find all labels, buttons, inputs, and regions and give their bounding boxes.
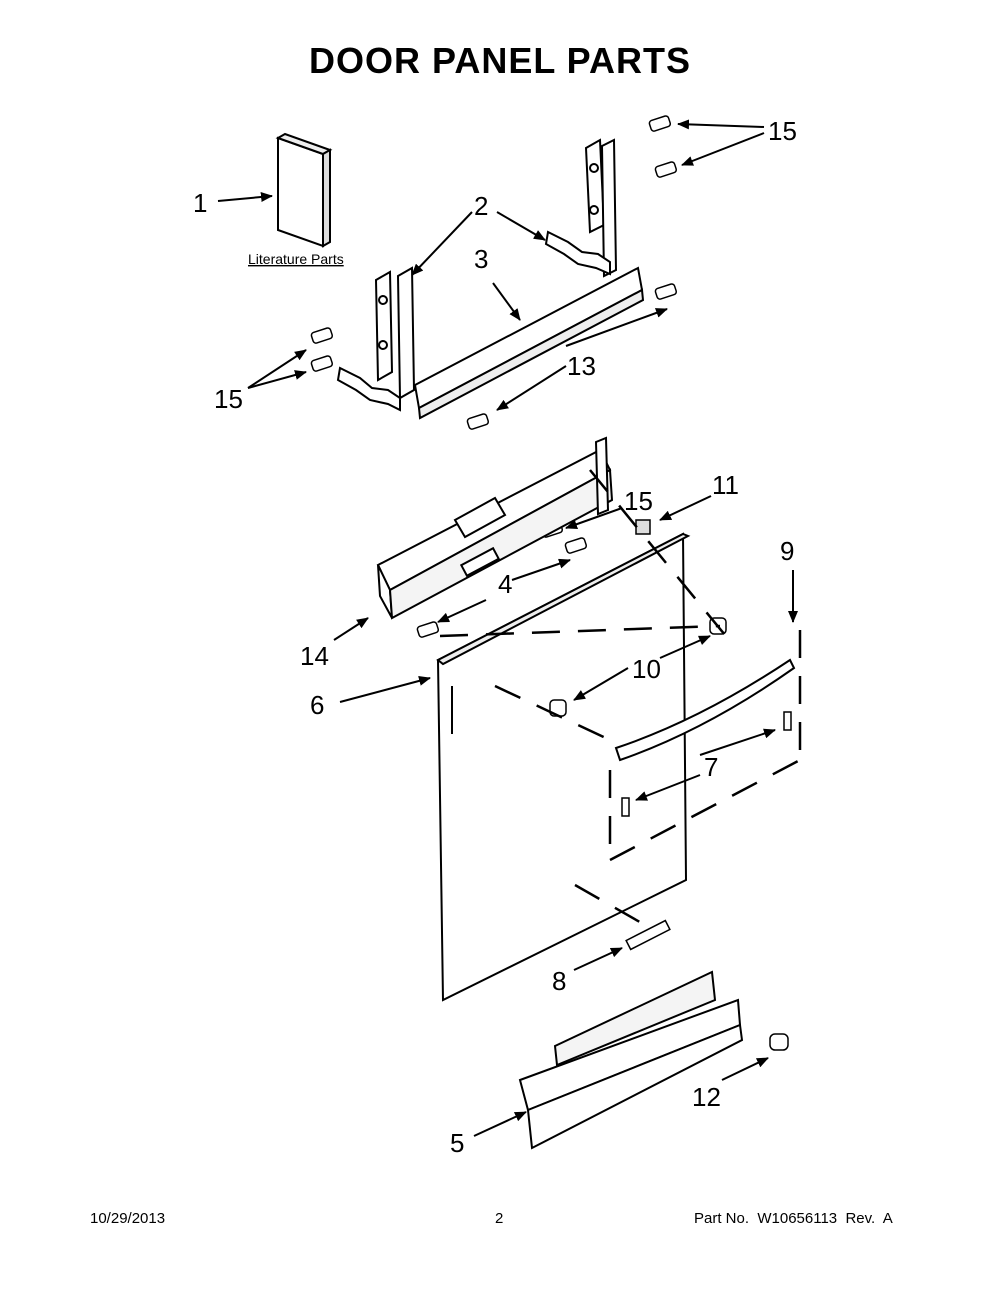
- control-console: [376, 436, 614, 620]
- door-panel: [436, 532, 691, 1002]
- footer-page-number: 2: [495, 1210, 504, 1227]
- callout-6: 6: [310, 690, 324, 720]
- callout-7: 7: [704, 752, 718, 782]
- callout-12: 12: [692, 1082, 721, 1112]
- callout-15-top-right: 15: [768, 116, 797, 146]
- wrap-bracket: [635, 519, 651, 535]
- callout-10: 10: [632, 654, 661, 684]
- callout-3: 3: [474, 244, 488, 274]
- assembly-lines: [439, 469, 802, 927]
- door-handle: [614, 658, 796, 762]
- literature-booklet: [275, 132, 333, 248]
- footer-date: 10/29/2013: [90, 1210, 166, 1227]
- literature-parts-label: Literature Parts: [248, 251, 344, 267]
- callout-14: 14: [300, 641, 329, 671]
- callout-2: 2: [474, 191, 488, 221]
- callout-arrows: [217, 119, 798, 1137]
- callout-4: 4: [498, 569, 512, 599]
- left-mounting-bracket: [336, 266, 416, 412]
- callout-8: 8: [552, 966, 566, 996]
- top-channel: [413, 266, 645, 420]
- callout-5: 5: [450, 1128, 464, 1158]
- callout-1: 1: [193, 188, 207, 218]
- kick-plate: [518, 970, 744, 1150]
- callout-11: 11: [712, 470, 739, 500]
- nameplate-badge: [625, 919, 671, 951]
- right-mounting-bracket: [544, 138, 618, 278]
- page-title: DOOR PANEL PARTS: [308, 40, 692, 81]
- callout-13: 13: [567, 351, 596, 381]
- callout-9: 9: [780, 536, 794, 566]
- callout-15-left: 15: [214, 384, 243, 414]
- footer-part-number: Part No. W10656113 Rev. A: [694, 1210, 893, 1227]
- callout-15-console: 15: [624, 486, 653, 516]
